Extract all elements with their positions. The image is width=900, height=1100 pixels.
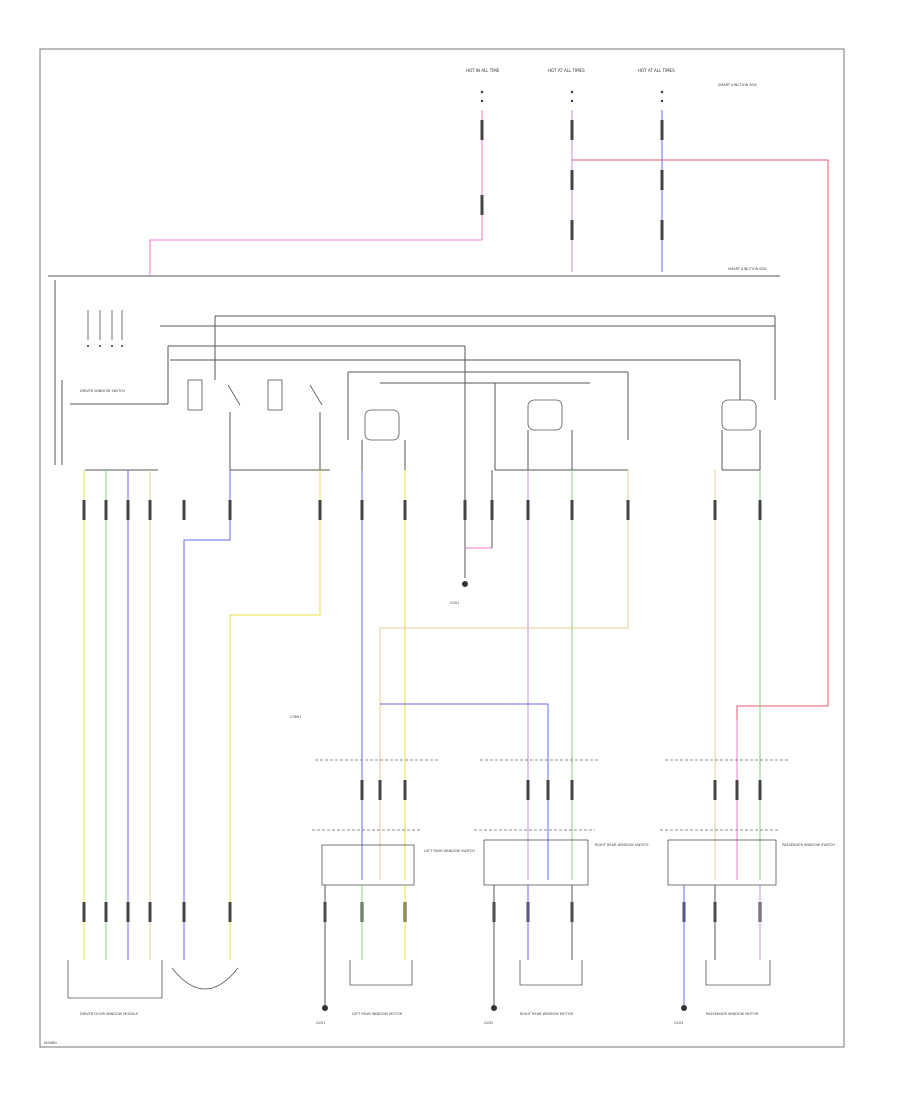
connector-mark — [148, 500, 152, 520]
ground-center-symbol — [462, 581, 468, 587]
connector-mark — [104, 902, 108, 922]
connector-mark — [148, 902, 152, 922]
connector-mark — [626, 500, 630, 520]
fuse-note: SMART JUNCTION BOX — [718, 83, 757, 87]
connector-mark — [526, 500, 530, 520]
connector-mark — [318, 500, 322, 520]
connector-mark — [713, 780, 717, 800]
svg-text:LEFT REAR WINDOW SWITCH: LEFT REAR WINDOW SWITCH — [424, 849, 475, 853]
driver-switch-relays — [187, 379, 330, 471]
passenger-motor: PASSENGER WINDOW MOTOR — [705, 960, 771, 1016]
fuse-label-2: HOT AT ALL TIMES — [548, 68, 585, 73]
driver-switch-label: DRIVER WINDOW SWITCH — [80, 389, 126, 393]
passenger-switch-symbol — [721, 399, 761, 471]
connector-mark — [660, 120, 664, 140]
driver-switch-contacts — [87, 310, 123, 347]
right-rear-switch-module: RIGHT REAR WINDOW SWITCH — [474, 829, 649, 886]
svg-text:LEFT REAR WINDOW MOTOR: LEFT REAR WINDOW MOTOR — [352, 1012, 403, 1016]
wire-pink-feed — [149, 239, 482, 275]
wire-ds-blue-2 — [183, 470, 231, 960]
connector-mark — [126, 500, 130, 520]
svg-text:PASSENGER WINDOW SWITCH: PASSENGER WINDOW SWITCH — [782, 843, 835, 847]
fuse-symbols — [480, 90, 664, 103]
ground-mid-symbol — [491, 1005, 497, 1011]
connector-mark — [758, 780, 762, 800]
connector-mark — [490, 500, 494, 520]
connector-mark — [82, 500, 86, 520]
ground-left-symbol — [322, 1005, 328, 1011]
connector-mark — [570, 500, 574, 520]
diagram-frame — [39, 48, 845, 1048]
footer-id: W9AB0 — [44, 1041, 57, 1045]
connector-mark — [480, 195, 484, 215]
connector-mark — [104, 500, 108, 520]
connector-mark — [378, 780, 382, 800]
connector-mark — [570, 170, 574, 190]
connector-mark — [660, 220, 664, 240]
svg-text:PASSENGER WINDOW MOTOR: PASSENGER WINDOW MOTOR — [706, 1012, 759, 1016]
connector-mark — [360, 500, 364, 520]
connector-mark — [570, 120, 574, 140]
wire-rr-tan — [379, 470, 629, 880]
connector-mark — [713, 500, 717, 520]
wire-cross-blue — [380, 703, 549, 880]
ground-left-label: G201 — [316, 1021, 325, 1025]
connector-mark — [228, 500, 232, 520]
connector-mark — [480, 120, 484, 140]
connector-mark — [758, 500, 762, 520]
left-rear-motor: LEFT REAR WINDOW MOTOR — [349, 960, 413, 1016]
fuse-label-1: HOT IN ALL TIME — [466, 68, 500, 73]
fuse-label-3: HOT AT ALL TIMES — [638, 68, 675, 73]
junction-box-label: SMART JUNCTION BOX — [728, 267, 767, 271]
svg-text:RIGHT REAR WINDOW SWITCH: RIGHT REAR WINDOW SWITCH — [595, 843, 649, 847]
connector-mark — [182, 500, 186, 520]
connector-mark — [660, 170, 664, 190]
ground-center-label: G301 — [450, 601, 459, 605]
connector-mark — [463, 500, 467, 520]
connector-mark — [126, 902, 130, 922]
left-rear-switch-module: LEFT REAR WINDOW SWITCH — [312, 829, 475, 886]
passenger-switch-module: PASSENGER WINDOW SWITCH — [660, 829, 835, 886]
junction-mid-label: C3601 — [290, 715, 301, 719]
connector-mark — [403, 780, 407, 800]
wire-red-feed — [572, 159, 829, 720]
ground-right-label: G203 — [674, 1021, 683, 1025]
left-rear-switch-symbol — [361, 409, 406, 470]
connector-mark — [735, 780, 739, 800]
driver-module: DRIVER DOOR WINDOW MODULE — [67, 960, 239, 1016]
connector-mark — [360, 780, 364, 800]
wire-ds-yellow-2 — [229, 470, 321, 960]
connector-mark — [570, 220, 574, 240]
connector-mark — [570, 780, 574, 800]
connector-mark — [403, 500, 407, 520]
svg-text:DRIVER DOOR WINDOW MODULE: DRIVER DOOR WINDOW MODULE — [80, 1012, 138, 1016]
ground-right-symbol — [681, 1005, 687, 1011]
connector-mark — [526, 780, 530, 800]
ground-mid-label: G202 — [484, 1021, 493, 1025]
connector-mark — [82, 902, 86, 922]
connector-mark — [228, 902, 232, 922]
connector-mark — [182, 902, 186, 922]
svg-text:RIGHT REAR WINDOW MOTOR: RIGHT REAR WINDOW MOTOR — [520, 1012, 573, 1016]
right-rear-motor: RIGHT REAR WINDOW MOTOR — [519, 960, 583, 1016]
right-rear-switch-symbol — [494, 383, 628, 471]
connector-mark — [546, 780, 550, 800]
